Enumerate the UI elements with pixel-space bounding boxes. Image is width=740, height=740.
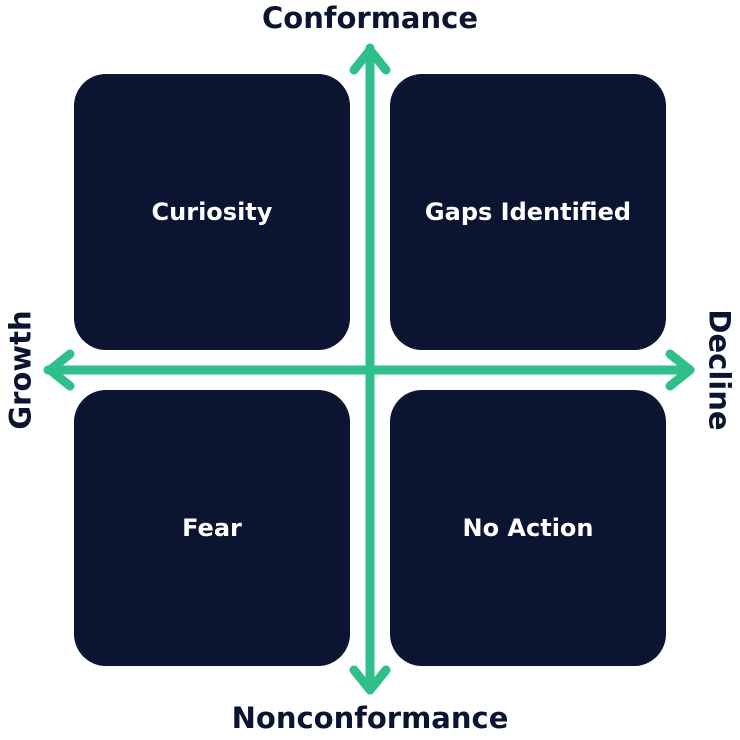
quadrant-label: Gaps Identified bbox=[424, 198, 632, 226]
quadrant-label: Fear bbox=[182, 514, 242, 542]
axis-label-left: Growth bbox=[3, 310, 38, 430]
axis-label-bottom: Nonconformance bbox=[231, 701, 509, 735]
quadrant-top-left: Curiosity bbox=[74, 74, 350, 350]
quadrant-bottom-right: No Action bbox=[390, 390, 666, 666]
arrow-down-icon bbox=[349, 665, 391, 695]
quadrant-top-right: Gaps Identified bbox=[390, 74, 666, 350]
arrow-up-icon bbox=[349, 45, 391, 75]
axis-label-right: Decline bbox=[702, 309, 737, 431]
arrow-right-icon bbox=[665, 349, 695, 391]
quadrant-label: Curiosity bbox=[151, 198, 273, 226]
arrow-left-icon bbox=[45, 349, 75, 391]
quadrant-bottom-left: Fear bbox=[74, 390, 350, 666]
quadrant-label: No Action bbox=[462, 514, 594, 542]
axis-label-top: Conformance bbox=[262, 1, 478, 35]
